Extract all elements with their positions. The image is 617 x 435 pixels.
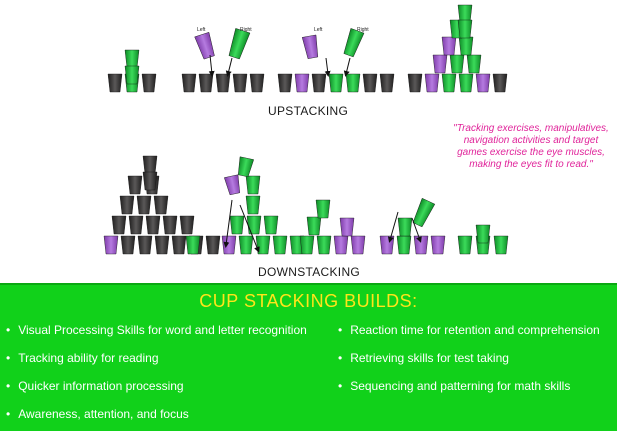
cup-icon <box>142 155 158 175</box>
cup-icon <box>107 73 123 93</box>
cup-icon <box>128 215 144 235</box>
cup-icon <box>238 156 254 178</box>
cup-icon <box>299 235 315 255</box>
cup-icon <box>238 235 254 255</box>
cup-icon <box>185 235 201 255</box>
cup-icon <box>396 235 412 255</box>
cup-icon <box>245 195 261 215</box>
list-item: Visual Processing Skills for word and le… <box>6 323 336 351</box>
cup-icon <box>205 235 221 255</box>
cup-icon <box>154 235 170 255</box>
cup-icon <box>475 224 491 244</box>
cup-icon <box>221 235 237 255</box>
cup-icon <box>145 215 161 235</box>
cup-icon <box>194 32 215 60</box>
cup-icon <box>249 73 265 93</box>
cup-icon <box>458 73 474 93</box>
cup-icon <box>294 73 310 93</box>
cup-icon <box>397 217 413 237</box>
cup-icon <box>457 19 473 39</box>
cup-icon <box>449 54 465 74</box>
hand-label-right: Right <box>240 27 252 33</box>
cup-icon <box>232 73 248 93</box>
benefits-list-right: Reaction time for retention and comprehe… <box>338 323 613 407</box>
benefits-panel: CUP STACKING BUILDS: Visual Processing S… <box>0 283 617 431</box>
cup-icon <box>432 54 448 74</box>
movement-arrows <box>208 54 422 253</box>
cup-stacking-illustration: Left Right Left Right <box>103 4 509 255</box>
cup-icon <box>120 235 136 255</box>
cup-icon <box>379 73 395 93</box>
cup-icon <box>328 73 344 93</box>
cup-icon <box>379 235 395 255</box>
cup-icon <box>124 49 140 69</box>
cup-icon <box>311 73 327 93</box>
cup-icon <box>245 175 261 195</box>
cup-icon <box>457 235 473 255</box>
cup-icon <box>413 235 429 255</box>
hand-label-left: Left <box>314 27 323 33</box>
cup-icon <box>124 65 140 85</box>
cup-icon <box>111 215 127 235</box>
hand-label-left: Left <box>197 27 206 33</box>
list-item: Retrieving skills for test taking <box>338 351 613 379</box>
cup-icon <box>229 215 245 235</box>
cup-icon <box>492 73 508 93</box>
cup-icon <box>162 215 178 235</box>
cup-icon <box>215 73 231 93</box>
cup-icon <box>171 235 187 255</box>
cup-icon <box>103 235 119 255</box>
cup-icon <box>198 73 214 93</box>
cup-icon <box>224 174 240 196</box>
cup-icon <box>246 215 262 235</box>
cup-icon <box>272 235 288 255</box>
cup-icon <box>412 197 436 228</box>
cup-icon <box>136 195 152 215</box>
cup-icon <box>333 235 349 255</box>
list-item: Sequencing and patterning for math skill… <box>338 379 613 407</box>
hand-labels: Left Right Left Right <box>197 27 369 33</box>
cup-icon <box>407 73 423 93</box>
list-item: Tracking ability for reading <box>6 351 336 379</box>
cup-icon <box>277 73 293 93</box>
cup-icon <box>179 215 195 235</box>
cup-icon <box>441 73 457 93</box>
cup-icon <box>228 28 251 60</box>
cup-icon <box>345 73 361 93</box>
cup-icon <box>306 216 322 236</box>
cup-icon <box>466 54 482 74</box>
quote-text: "Tracking exercises, manipulatives, navi… <box>453 123 609 170</box>
cup-icon <box>142 171 158 191</box>
cup-icon <box>137 235 153 255</box>
cup-icon <box>458 36 474 56</box>
hand-label-right: Right <box>357 27 369 33</box>
cup-stacks <box>103 4 509 255</box>
cup-icon <box>263 215 279 235</box>
upstacking-label: UPSTACKING <box>268 104 349 118</box>
cup-icon <box>424 73 440 93</box>
list-item: Quicker information processing <box>6 379 336 407</box>
cup-icon <box>475 73 491 93</box>
cup-icon <box>493 235 509 255</box>
cup-icon <box>343 28 365 58</box>
cup-icon <box>362 73 378 93</box>
panel-title: CUP STACKING BUILDS: <box>199 291 418 311</box>
cup-icon <box>119 195 135 215</box>
cup-icon <box>430 235 446 255</box>
downstacking-label: DOWNSTACKING <box>258 265 361 279</box>
cup-icon <box>350 235 366 255</box>
cup-icon <box>315 199 331 219</box>
benefits-list-left: Visual Processing Skills for word and le… <box>6 323 336 435</box>
cup-icon <box>316 235 332 255</box>
cup-icon <box>301 34 319 59</box>
cup-icon <box>153 195 169 215</box>
cup-icon <box>181 73 197 93</box>
cup-icon <box>339 217 355 237</box>
list-item: Awareness, attention, and focus <box>6 407 336 435</box>
cup-icon <box>441 36 457 56</box>
cup-icon <box>255 235 271 255</box>
cup-icon <box>127 175 143 195</box>
list-item: Reaction time for retention and comprehe… <box>338 323 613 351</box>
cup-icon <box>141 73 157 93</box>
